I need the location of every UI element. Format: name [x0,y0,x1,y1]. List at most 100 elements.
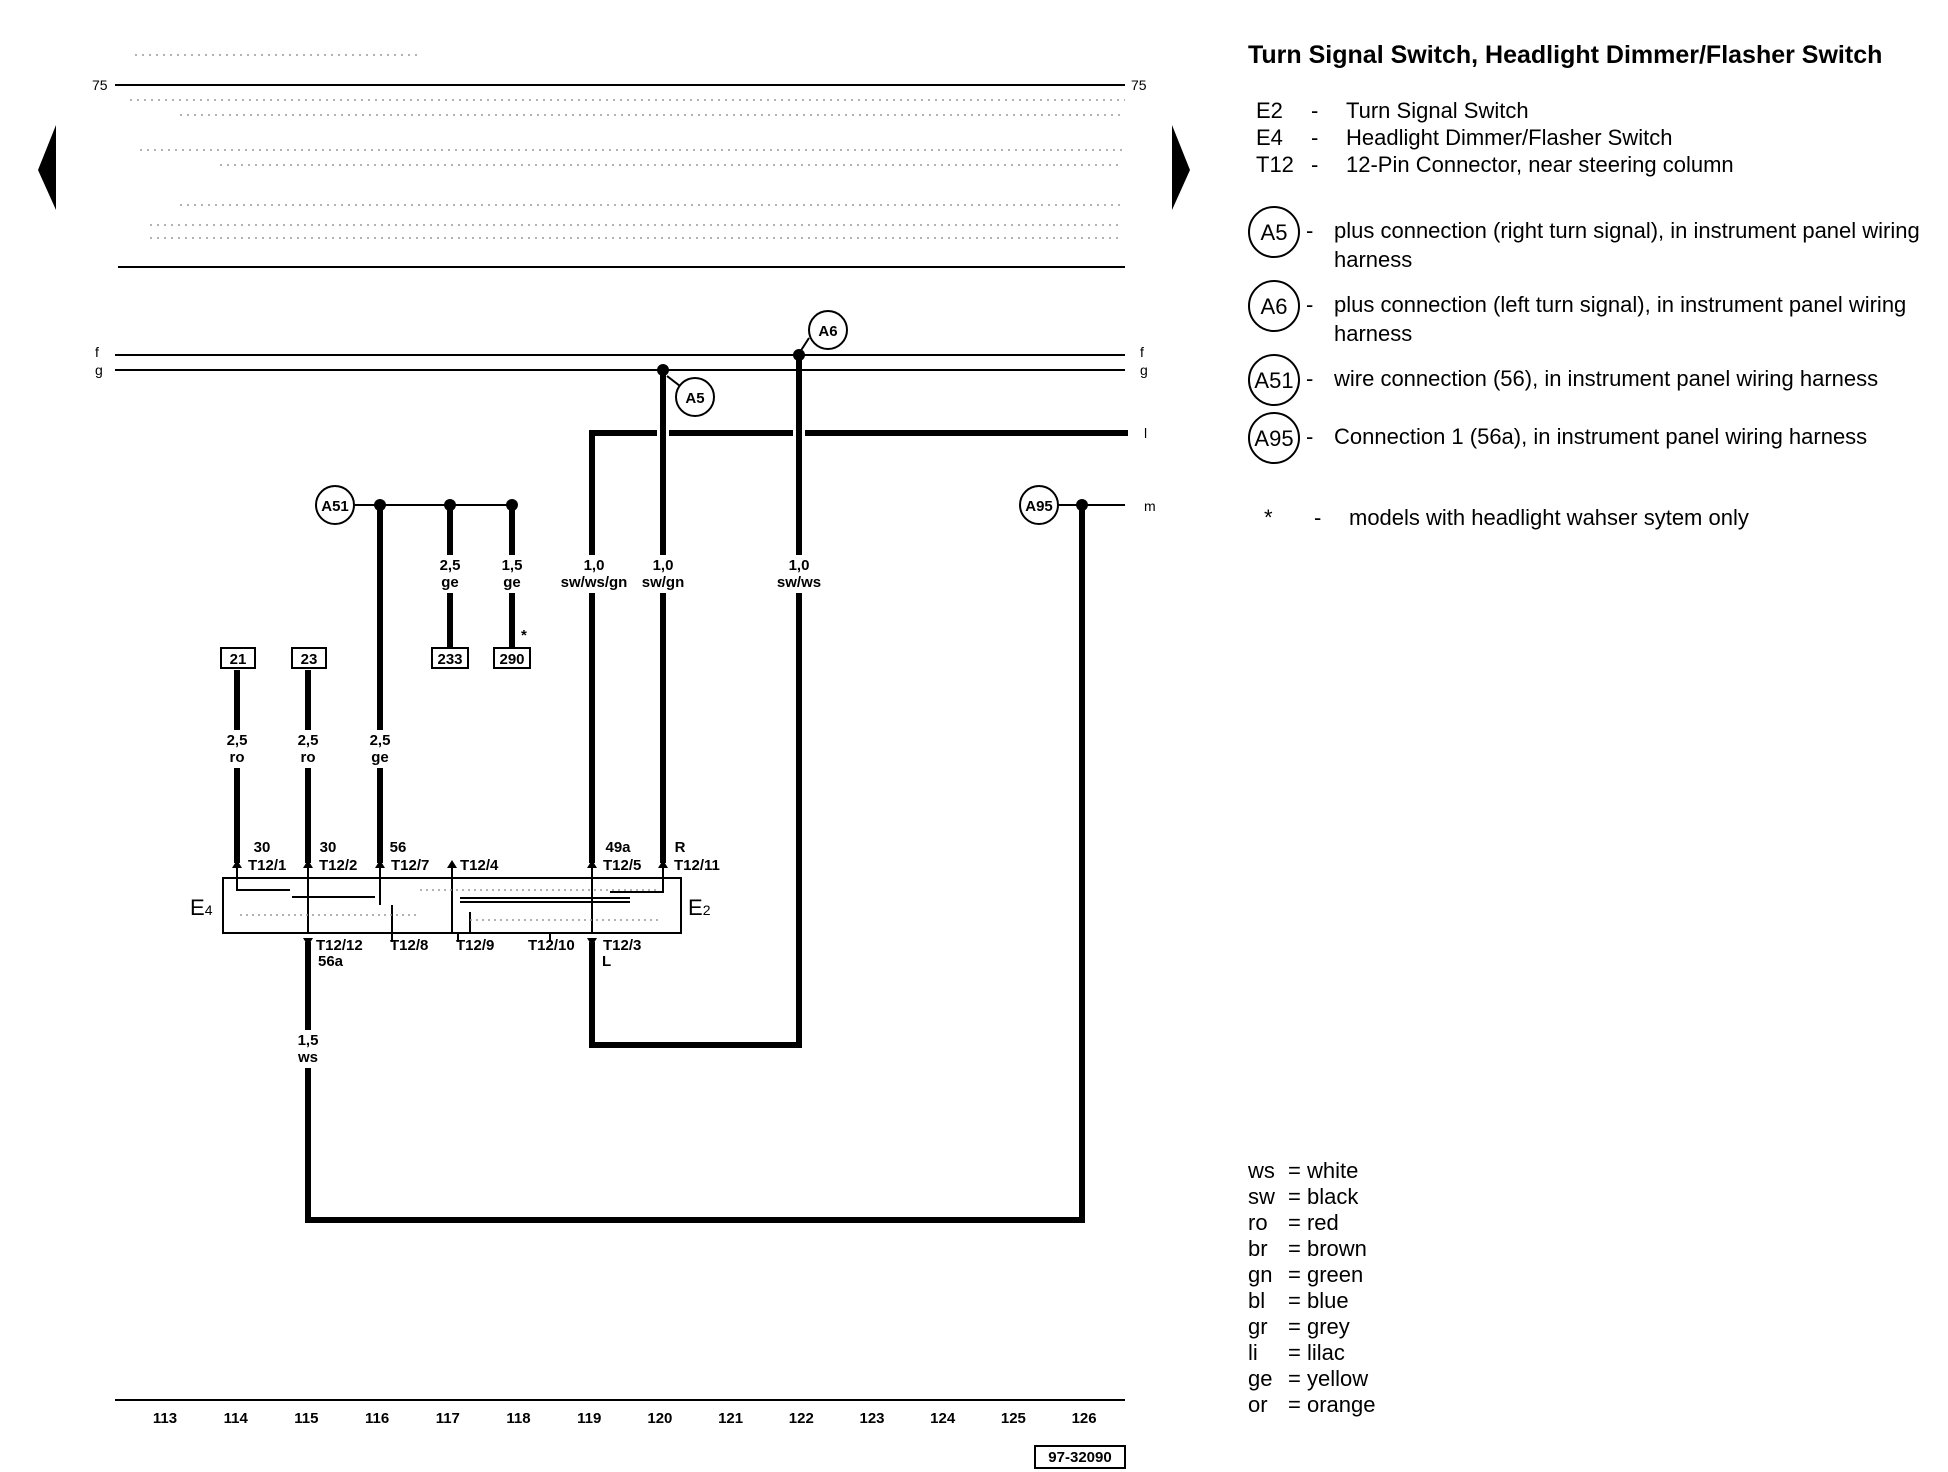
connection-A6-circle [808,310,848,350]
svg-text:T12/11: T12/11 [674,857,720,874]
junction-dot [657,364,669,376]
color-code-row: or= orange [1248,1392,1376,1417]
svg-text:2,5: 2,5 [370,732,391,749]
color-code-row: gr= grey [1248,1314,1350,1339]
color-code-row: ro= red [1248,1210,1339,1235]
rail-m-label: m [1144,498,1156,514]
svg-text:T12/12: T12/12 [316,937,363,954]
color-code: or [1248,1392,1268,1417]
svg-text:T12/4: T12/4 [460,857,499,874]
color-name: red [1306,1210,1339,1235]
rail-75-label-left: 75 [92,77,108,93]
color-code-row: ws= white [1248,1158,1359,1183]
svg-text:T12/5: T12/5 [603,857,641,874]
track-number: 126 [1072,1410,1097,1427]
connection-A5-circle [675,377,715,417]
svg-text:sw/gn: sw/gn [642,574,685,591]
svg-text:1,5: 1,5 [298,1032,319,1049]
connection-A5-label: A5 [685,390,704,407]
track-number: 115 [294,1410,318,1427]
svg-text:T12/10: T12/10 [528,937,575,954]
color-code-row: br= brown [1248,1236,1367,1261]
component-row: T12-12-Pin Connector, near steering colu… [1256,152,1734,177]
wire-l-rail [589,430,1128,863]
faded-previous-section [130,54,1125,239]
svg-text:T12/8: T12/8 [390,937,428,954]
track-number: 119 [577,1410,601,1427]
svg-text:T12/7: T12/7 [391,857,429,874]
color-code: gr [1248,1314,1268,1339]
ref-233-label: 233 [437,651,462,668]
connection-list: A5-plus connection (right turn signal), … [1240,206,1920,464]
track-number: 123 [859,1410,884,1427]
color-name: brown [1306,1236,1367,1261]
connection-row: A95-Connection 1 (56a), in instrument pa… [1248,412,1920,464]
color-code: gn [1248,1262,1273,1287]
track-number: 113 [153,1410,177,1427]
svg-text:2,5: 2,5 [227,732,248,749]
color-code-row: ge= yellow [1248,1366,1369,1391]
svg-text:2,5: 2,5 [440,557,461,574]
svg-text:ws: ws [297,1049,318,1066]
color-name: white [1306,1158,1359,1183]
connection-A51-label: A51 [321,498,349,515]
junction-dot [444,499,456,511]
svg-text:49a: 49a [605,839,631,856]
color-code: bl [1248,1288,1266,1313]
color-code-row: li= lilac [1248,1340,1345,1365]
ref-290-label: 290 [499,651,524,668]
junction-dot [1076,499,1088,511]
svg-text:T12/1: T12/1 [248,857,286,874]
svg-text:T12/9: T12/9 [456,937,494,954]
legend-panel: Turn Signal Switch, Headlight Dimmer/Fla… [1240,40,1920,531]
svg-text:sw/ws: sw/ws [777,574,821,591]
wire-A6-sw-ws [589,352,802,1048]
note-row: *-models with headlight wahser sytem onl… [1264,505,1749,530]
ref-23-label: 23 [301,651,318,668]
color-code: ws [1248,1158,1275,1183]
color-name: lilac [1306,1340,1345,1365]
junction-dot [374,499,386,511]
ref-box-233 [431,647,469,669]
previous-page-arrow-icon[interactable] [38,125,56,210]
svg-text:R: R [675,839,686,856]
svg-text:ge: ge [371,749,389,766]
page-title: Turn Signal Switch, Headlight Dimmer/Fla… [1248,41,1883,69]
svg-text:30: 30 [254,839,271,856]
color-code: br [1248,1236,1268,1261]
ref-21-label: 21 [230,651,247,668]
svg-text:ro: ro [230,749,245,766]
rail-g-label-right: g [1140,362,1148,378]
rail-l-label: l [1144,425,1147,441]
svg-text:56a: 56a [318,953,344,970]
component-row: E4-Headlight Dimmer/Flasher Switch [1256,125,1673,150]
connection-row: A51-wire connection (56), in instrument … [1248,354,1920,406]
svg-text:T12/3: T12/3 [603,937,641,954]
color-code-row: bl= blue [1248,1288,1349,1313]
color-name: grey [1306,1314,1350,1339]
svg-text:1,0: 1,0 [584,557,605,574]
color-code: li [1248,1340,1258,1365]
rail-g-label-left: g [95,362,103,378]
connection-row: A6-plus connection (left turn signal), i… [1248,280,1920,348]
color-name: orange [1306,1392,1376,1417]
track-number: 117 [436,1410,460,1427]
svg-text:2,5: 2,5 [298,732,319,749]
component-row: E2-Turn Signal Switch [1256,98,1529,123]
junction-dot [506,499,518,511]
svg-text:ge: ge [441,574,459,591]
component-E4-label: E4 [190,895,213,920]
track-number: 116 [365,1410,389,1427]
svg-text:56: 56 [390,839,407,856]
color-code: ro [1248,1210,1268,1235]
next-page-arrow-icon[interactable] [1172,125,1190,210]
ref-box-290 [493,647,531,669]
connection-A95-circle [1019,485,1059,525]
svg-text:1,0: 1,0 [789,557,810,574]
svg-text:1,5: 1,5 [502,557,523,574]
color-code-row: gn= green [1248,1262,1364,1287]
svg-text:sw/ws/gn: sw/ws/gn [561,574,628,591]
